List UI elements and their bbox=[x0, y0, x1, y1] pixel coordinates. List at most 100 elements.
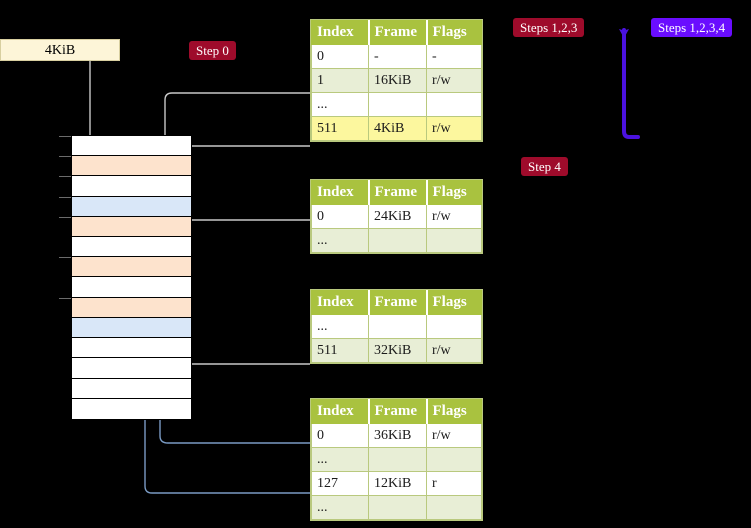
cell-index: 1 bbox=[311, 68, 369, 93]
column-header-index: Index bbox=[311, 20, 369, 45]
cell-flags: - bbox=[426, 44, 482, 69]
wire-steps-loop-arrow bbox=[619, 28, 640, 139]
memory-frame-5 bbox=[72, 237, 191, 258]
memory-tick-3 bbox=[59, 196, 71, 198]
cell-flags bbox=[426, 314, 482, 339]
cell-frame: 16KiB bbox=[368, 68, 427, 93]
column-header-frame: Frame bbox=[367, 399, 427, 424]
column-header-flags: Flags bbox=[425, 20, 482, 45]
cell-flags bbox=[426, 495, 482, 520]
cell-frame bbox=[368, 495, 427, 520]
badge-step-0: Step 0 bbox=[189, 41, 236, 60]
cell-flags: r bbox=[426, 471, 482, 496]
cell-flags bbox=[426, 447, 482, 472]
memory-frame-9 bbox=[72, 317, 191, 339]
cell-flags bbox=[426, 228, 482, 253]
table-row: ... bbox=[311, 495, 482, 520]
memory-frame-3 bbox=[72, 196, 191, 217]
cell-index: ... bbox=[311, 92, 369, 117]
cell-frame bbox=[368, 447, 427, 472]
column-header-frame: Frame bbox=[367, 20, 427, 45]
cell-flags: r/w bbox=[426, 116, 482, 141]
cell-index: ... bbox=[311, 495, 369, 520]
cell-flags: r/w bbox=[426, 338, 482, 363]
cell-frame: - bbox=[368, 44, 427, 69]
memory-frame-13 bbox=[72, 398, 191, 419]
table-row: 0-- bbox=[311, 44, 482, 69]
table-row: ... bbox=[311, 314, 482, 339]
column-header-index: Index bbox=[311, 399, 369, 424]
cell-index: 511 bbox=[311, 338, 369, 363]
cell-frame: 36KiB bbox=[368, 423, 427, 448]
wire-t4row0-to-memory bbox=[156, 327, 310, 444]
memory-frame-8 bbox=[72, 297, 191, 318]
cell-index: ... bbox=[311, 447, 369, 472]
cell-frame: 12KiB bbox=[368, 471, 427, 496]
memory-frame-2 bbox=[72, 176, 191, 197]
wire-t4row127-to-memory bbox=[141, 215, 310, 494]
wire-memory-to-t2row0 bbox=[174, 213, 310, 221]
memory-frame-10 bbox=[72, 338, 191, 359]
cell-index: 511 bbox=[311, 116, 369, 141]
cell-flags: r/w bbox=[426, 68, 482, 93]
size-label-4kib: 4KiB bbox=[0, 39, 120, 61]
cell-frame: 4KiB bbox=[368, 116, 427, 141]
memory-frame-4 bbox=[72, 216, 191, 238]
cell-index: 0 bbox=[311, 423, 369, 448]
memory-frame-0 bbox=[72, 136, 191, 157]
cell-flags: r/w bbox=[426, 204, 482, 229]
column-header-frame: Frame bbox=[367, 180, 427, 205]
memory-frame-12 bbox=[72, 378, 191, 399]
cell-flags bbox=[426, 92, 482, 117]
memory-tick-1 bbox=[59, 156, 71, 158]
cell-frame bbox=[368, 92, 427, 117]
badge-step-4: Step 4 bbox=[521, 157, 568, 176]
memory-frame-1 bbox=[72, 156, 191, 177]
column-header-frame: Frame bbox=[367, 290, 427, 315]
cell-index: 0 bbox=[311, 44, 369, 69]
memory-frame-6 bbox=[72, 257, 191, 278]
cell-flags: r/w bbox=[426, 423, 482, 448]
table-row: ... bbox=[311, 447, 482, 472]
column-header-flags: Flags bbox=[425, 180, 482, 205]
memory-tick-4 bbox=[59, 216, 71, 218]
cell-frame bbox=[368, 314, 427, 339]
physical-memory-bar bbox=[71, 135, 192, 420]
table-row: ... bbox=[311, 228, 482, 253]
cell-frame bbox=[368, 228, 427, 253]
column-header-index: Index bbox=[311, 290, 369, 315]
badge-steps-1234: Steps 1,2,3,4 bbox=[651, 18, 733, 37]
cell-index: ... bbox=[311, 314, 369, 339]
cell-frame: 32KiB bbox=[368, 338, 427, 363]
memory-tick-8 bbox=[59, 297, 71, 299]
column-header-flags: Flags bbox=[425, 399, 482, 424]
cell-index: 127 bbox=[311, 471, 369, 496]
badge-steps-123: Steps 1,2,3 bbox=[513, 18, 585, 37]
table-row: ... bbox=[311, 92, 482, 117]
memory-frame-7 bbox=[72, 277, 191, 298]
column-header-flags: Flags bbox=[425, 290, 482, 315]
memory-tick-6 bbox=[59, 257, 71, 259]
column-header-index: Index bbox=[311, 180, 369, 205]
cell-index: 0 bbox=[311, 204, 369, 229]
wire-t3row511-to-memory bbox=[181, 363, 310, 371]
memory-frame-11 bbox=[72, 358, 191, 379]
cell-index: ... bbox=[311, 228, 369, 253]
memory-tick-0 bbox=[59, 136, 71, 137]
wire-t1row1-to-memory bbox=[161, 92, 310, 155]
